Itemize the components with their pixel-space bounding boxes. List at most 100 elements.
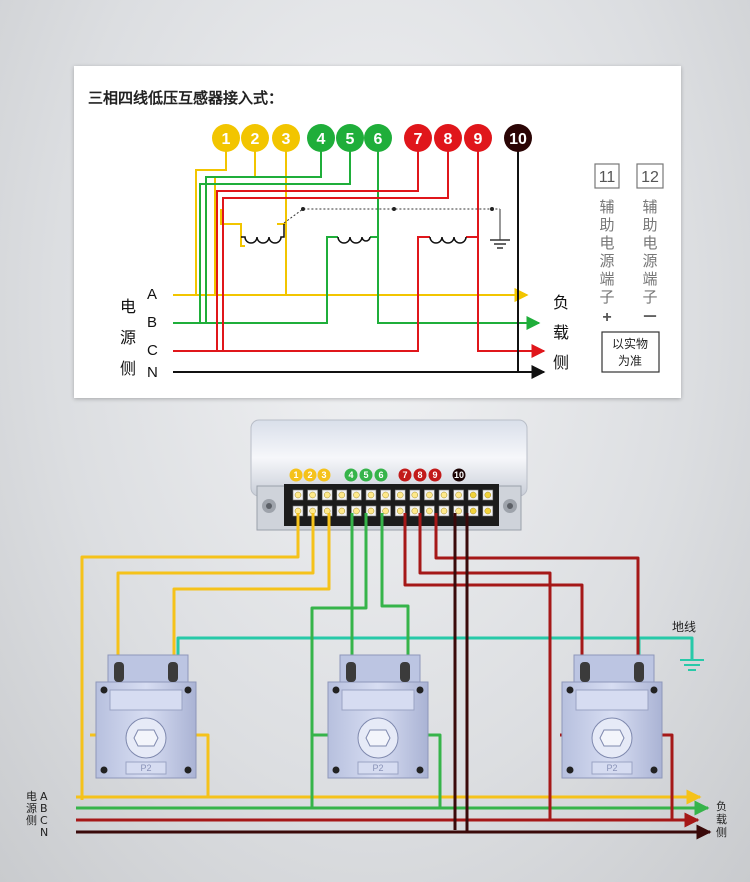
- svg-text:C: C: [40, 814, 48, 827]
- svg-text:侧: 侧: [26, 814, 37, 827]
- svg-text:A: A: [40, 790, 48, 803]
- svg-text:A: A: [147, 286, 157, 303]
- phase-b-wires: [173, 148, 541, 330]
- svg-text:2: 2: [307, 470, 312, 480]
- terminal-label: 7: [414, 131, 423, 148]
- svg-text:端: 端: [642, 270, 657, 288]
- svg-text:载: 载: [553, 323, 569, 342]
- aux-terminal-11: 11 辅 助 电 源 端 子 +: [594, 163, 620, 326]
- terminal-label: 2: [251, 131, 260, 148]
- svg-text:B: B: [147, 314, 157, 331]
- terminal-10: 10: [504, 124, 532, 152]
- terminal-label: 6: [374, 131, 383, 148]
- terminal-label: 1: [222, 131, 231, 148]
- svg-text:+: +: [602, 309, 611, 326]
- terminal-label: 8: [444, 131, 453, 148]
- svg-text:源: 源: [599, 252, 614, 270]
- current-transformers: P2 P2 P2: [95, 654, 663, 779]
- ct-coils: [241, 224, 467, 244]
- meter-terminal-4: 4: [344, 468, 358, 482]
- svg-text:12: 12: [641, 169, 659, 186]
- ct-p2-label: P2: [606, 763, 617, 773]
- svg-text:B: B: [40, 802, 48, 815]
- svg-text:－: －: [642, 309, 658, 326]
- svg-text:辅: 辅: [599, 198, 614, 216]
- svg-text:6: 6: [378, 470, 383, 480]
- meter-terminal-5: 5: [359, 468, 373, 482]
- svg-text:4: 4: [348, 470, 353, 480]
- terminal-label: 10: [509, 131, 527, 148]
- svg-text:7: 7: [402, 470, 407, 480]
- phase-labels: A B C N: [147, 286, 158, 381]
- meter-terminal-1: 1: [289, 468, 303, 482]
- wiring-diagram-card: 三相四线低压互感器接入式：: [74, 66, 681, 398]
- svg-text:端: 端: [599, 270, 614, 288]
- terminal-label: 3: [282, 131, 291, 148]
- svg-text:8: 8: [417, 470, 422, 480]
- svg-text:负: 负: [716, 799, 727, 813]
- ct-p2-label: P2: [372, 763, 383, 773]
- neutral-wires: [173, 148, 546, 379]
- photo-source-side-label: 电 源 侧: [26, 790, 37, 827]
- terminal-label: 5: [346, 131, 355, 148]
- photo-load-side-label: 负 载 侧: [716, 799, 727, 839]
- meter-terminal-7: 7: [398, 468, 412, 482]
- meter-terminal-6: 6: [374, 468, 388, 482]
- svg-text:辅: 辅: [642, 198, 657, 216]
- meter-terminal-10: 10: [452, 468, 466, 482]
- svg-text:侧: 侧: [716, 826, 727, 839]
- meter-terminal-8: 8: [413, 468, 427, 482]
- phase-c-wires: [173, 148, 546, 358]
- ct-p2-label: P2: [140, 763, 151, 773]
- svg-text:9: 9: [432, 470, 437, 480]
- aux-note: 以实物 为准: [601, 331, 660, 373]
- ct-unit-3: P2: [561, 654, 663, 779]
- svg-text:N: N: [147, 364, 158, 381]
- svg-text:源: 源: [642, 252, 657, 270]
- svg-text:电: 电: [26, 790, 37, 803]
- svg-text:助: 助: [642, 216, 657, 234]
- terminal-9: 9: [464, 124, 492, 152]
- svg-text:3: 3: [321, 470, 326, 480]
- svg-text:助: 助: [599, 216, 614, 234]
- svg-text:源: 源: [26, 801, 37, 815]
- svg-text:1: 1: [293, 470, 298, 480]
- load-side-label: 负 载 侧: [553, 293, 569, 372]
- ground-icon: [680, 659, 704, 671]
- svg-text:侧: 侧: [553, 353, 569, 372]
- svg-text:5: 5: [363, 470, 368, 480]
- svg-text:C: C: [147, 342, 158, 359]
- terminal-4: 4: [307, 124, 335, 152]
- svg-text:子: 子: [642, 288, 657, 306]
- svg-text:以实物: 以实物: [612, 336, 648, 351]
- terminal-5: 5: [336, 124, 364, 152]
- neutral-link: [283, 207, 510, 249]
- meter-terminal-3: 3: [317, 468, 331, 482]
- svg-text:电: 电: [642, 234, 657, 252]
- svg-text:子: 子: [599, 288, 614, 306]
- svg-text:侧: 侧: [120, 359, 136, 378]
- svg-text:载: 载: [716, 813, 727, 826]
- svg-text:11: 11: [599, 169, 616, 186]
- svg-text:源: 源: [120, 328, 136, 347]
- terminal-label: 9: [474, 131, 483, 148]
- svg-text:电: 电: [599, 234, 614, 252]
- terminal-8: 8: [434, 124, 462, 152]
- wiring-schematic: 三相四线低压互感器接入式：: [88, 89, 664, 381]
- photo-phase-labels: A B C N: [40, 790, 48, 839]
- ct-unit-1: P2: [95, 654, 197, 779]
- terminal-3: 3: [272, 124, 300, 152]
- svg-text:10: 10: [454, 470, 464, 480]
- diagram-title: 三相四线低压互感器接入式：: [88, 89, 283, 107]
- svg-text:负: 负: [553, 293, 569, 312]
- svg-text:N: N: [40, 826, 48, 839]
- ground-label: 地线: [672, 620, 696, 634]
- ct-unit-2: P2: [327, 654, 429, 779]
- svg-text:电: 电: [120, 297, 136, 316]
- meter-terminal-2: 2: [303, 468, 317, 482]
- svg-text:为准: 为准: [618, 354, 642, 368]
